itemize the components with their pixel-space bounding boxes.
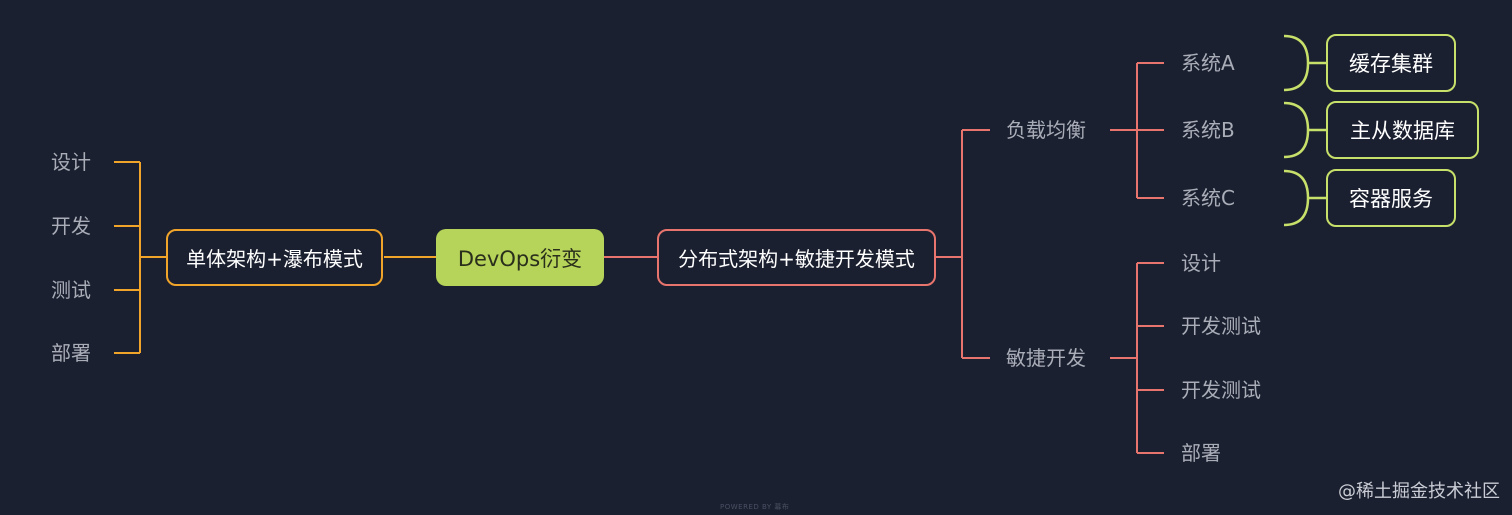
- note-master-slave-db-label: 主从数据库: [1350, 119, 1455, 143]
- right-branch-node[interactable]: 分布式架构+敏捷开发模式: [657, 229, 936, 286]
- left-child-design[interactable]: 设计: [51, 150, 91, 174]
- left-child-deploy[interactable]: 部署: [51, 341, 91, 365]
- brace-system-c: [1283, 169, 1326, 227]
- watermark-text: @稀土掘金技术社区: [1338, 481, 1500, 502]
- brace-system-b: [1283, 101, 1326, 159]
- system-b-node[interactable]: 系统B: [1181, 118, 1235, 142]
- note-container-service-label: 容器服务: [1349, 187, 1433, 211]
- note-container-service[interactable]: 容器服务: [1326, 169, 1456, 227]
- root-node-label: DevOps衍变: [457, 246, 583, 271]
- agile-child-devtest-2[interactable]: 开发测试: [1181, 378, 1261, 402]
- agile-child-deploy[interactable]: 部署: [1181, 441, 1221, 465]
- left-child-develop[interactable]: 开发: [51, 214, 91, 238]
- note-cache-cluster-label: 缓存集群: [1349, 52, 1433, 76]
- powered-by-text: POWERED BY 幕布: [720, 503, 790, 511]
- agile-child-design[interactable]: 设计: [1181, 251, 1221, 275]
- agile-dev-node[interactable]: 敏捷开发: [1006, 346, 1086, 370]
- agile-child-devtest-1[interactable]: 开发测试: [1181, 314, 1261, 338]
- root-node[interactable]: DevOps衍变: [436, 229, 604, 286]
- brace-system-a: [1283, 34, 1326, 92]
- left-branch-label: 单体架构+瀑布模式: [186, 247, 363, 271]
- note-cache-cluster[interactable]: 缓存集群: [1326, 34, 1456, 92]
- left-child-test[interactable]: 测试: [51, 278, 91, 302]
- note-master-slave-db[interactable]: 主从数据库: [1326, 101, 1479, 159]
- system-a-node[interactable]: 系统A: [1181, 51, 1235, 75]
- right-branch-label: 分布式架构+敏捷开发模式: [678, 247, 915, 271]
- left-branch-node[interactable]: 单体架构+瀑布模式: [166, 229, 383, 286]
- load-balance-node[interactable]: 负载均衡: [1006, 118, 1086, 142]
- system-c-node[interactable]: 系统C: [1181, 186, 1235, 210]
